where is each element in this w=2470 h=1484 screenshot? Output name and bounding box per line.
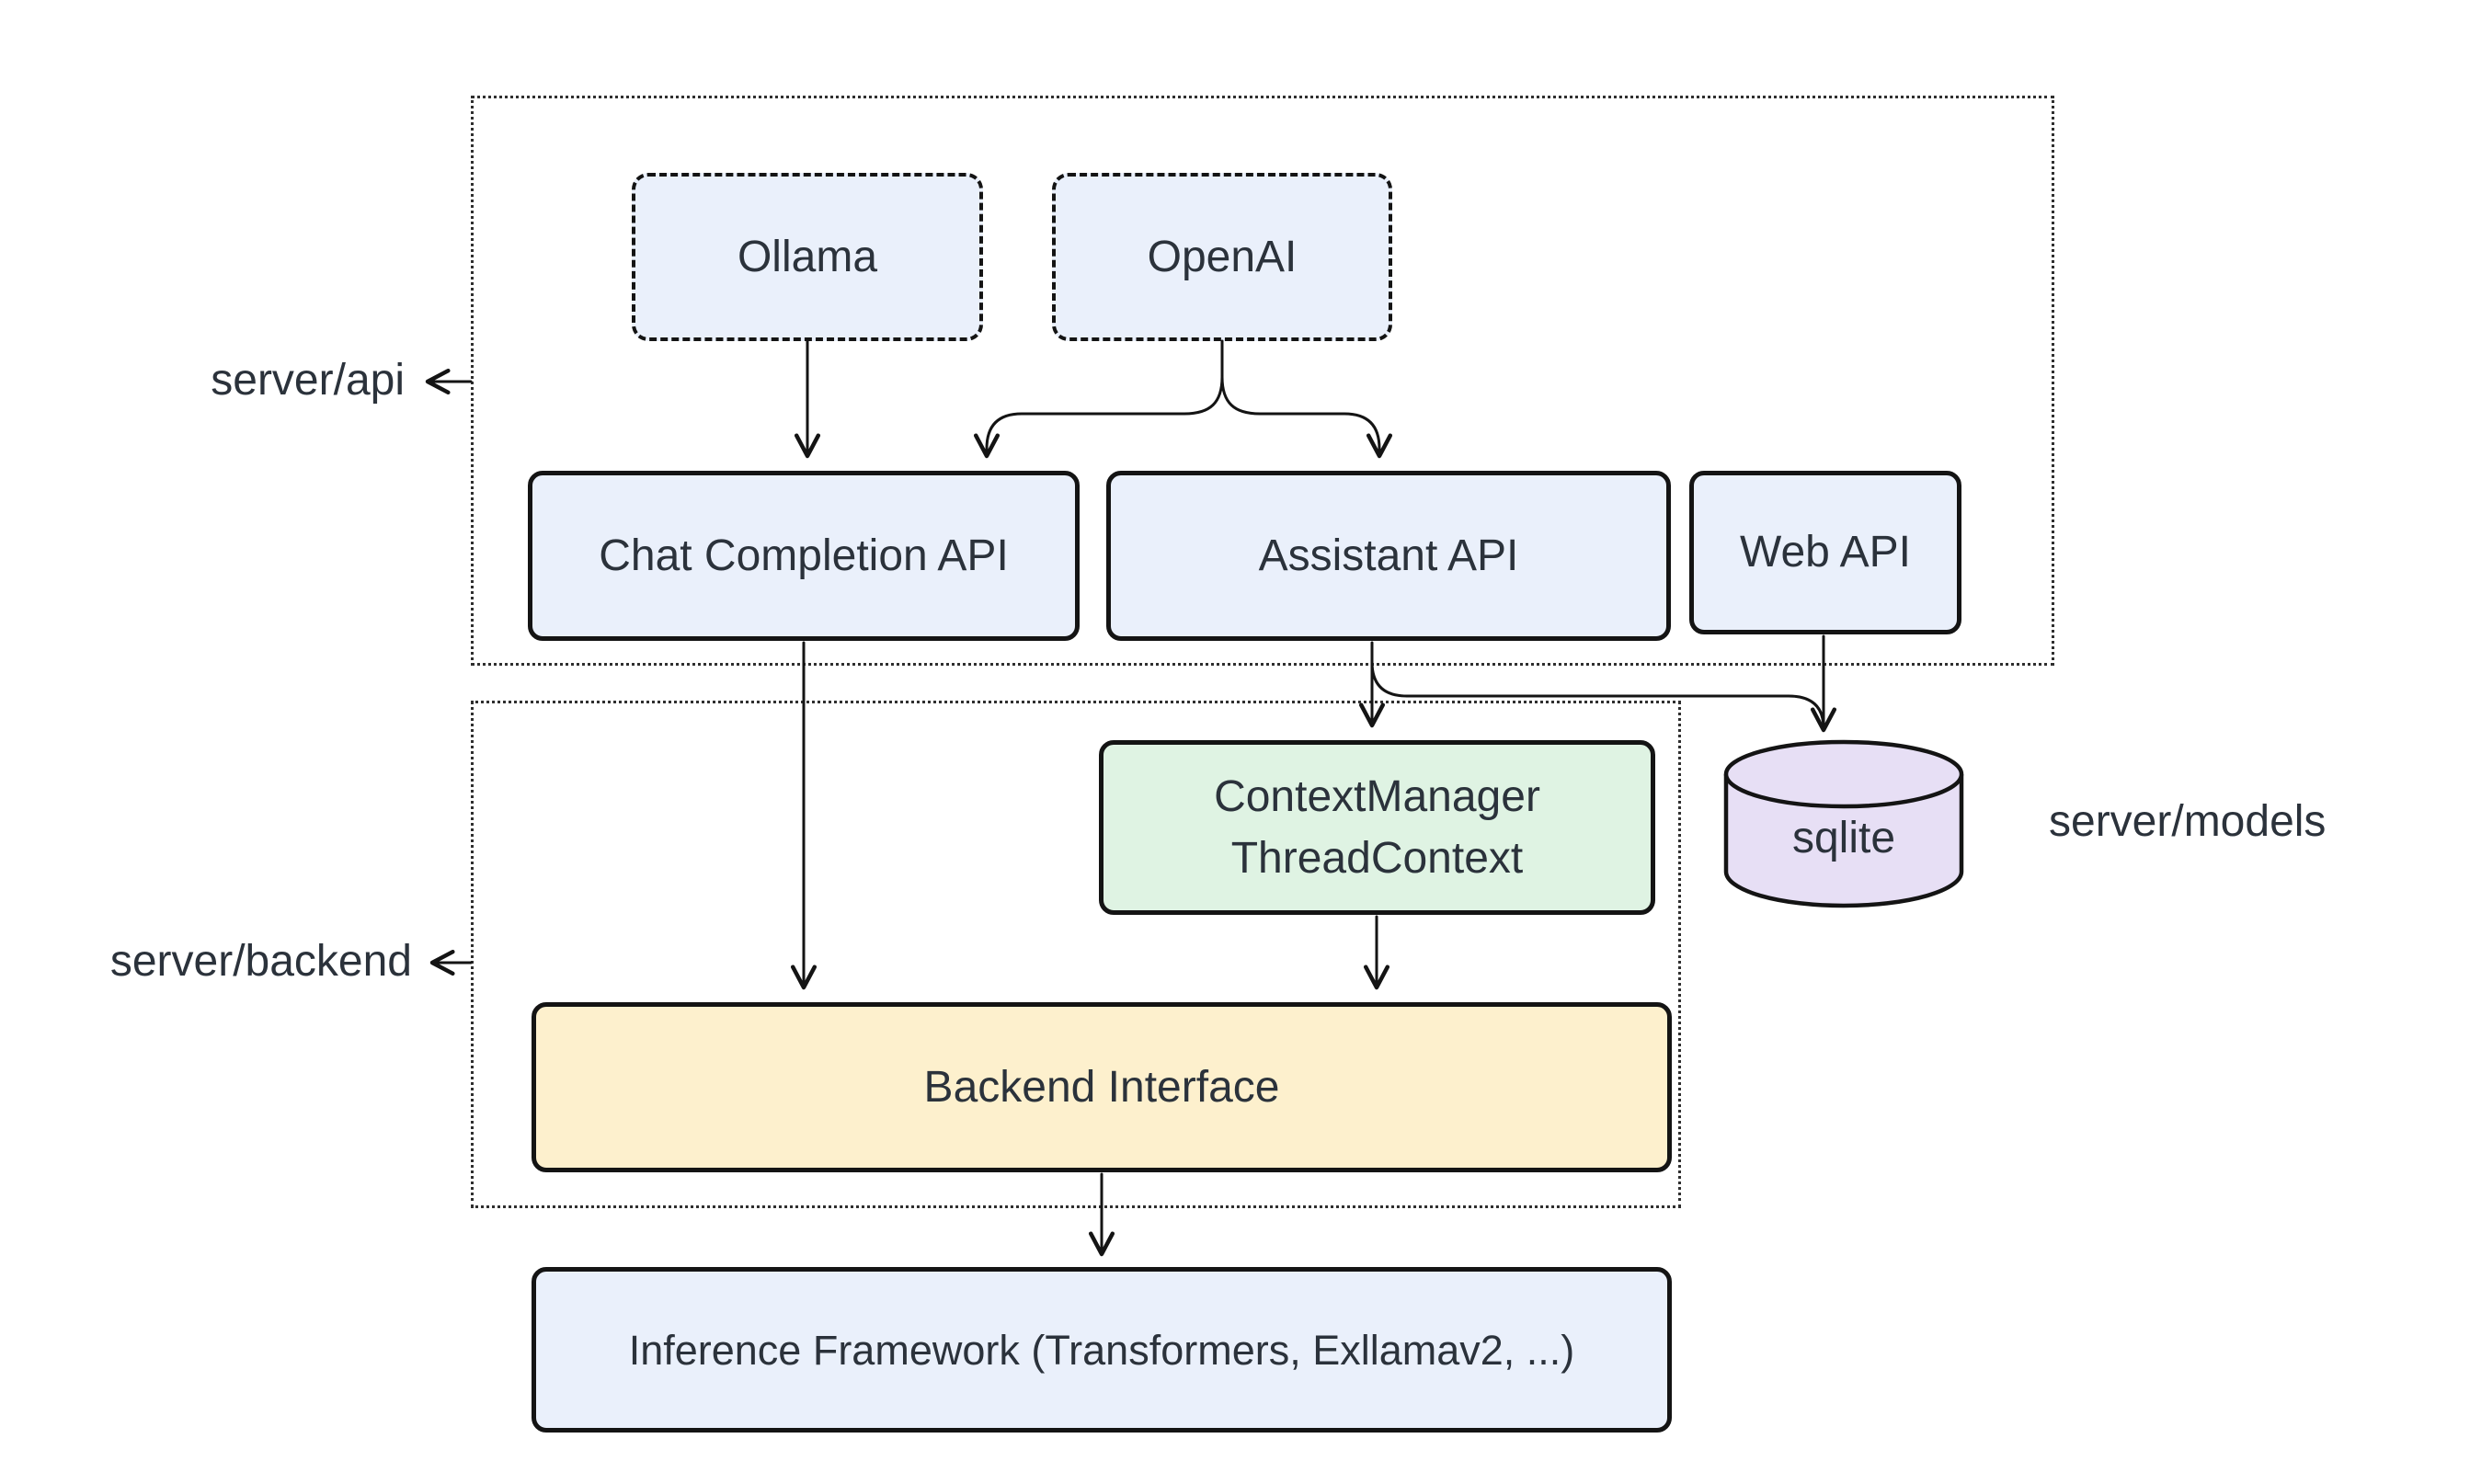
- node-sqlite-label: sqlite: [1791, 814, 1896, 862]
- context-manager-line1: ContextManager: [1214, 771, 1540, 821]
- server-models-label: server/models: [2049, 797, 2327, 846]
- node-inference-framework-label: Inference Framework (Transformers, Exlla…: [628, 1326, 1575, 1374]
- server-backend-label: server/backend: [109, 937, 412, 986]
- node-ollama-label: Ollama: [737, 232, 878, 281]
- node-web-api: Web API: [1689, 471, 1961, 634]
- node-backend-interface: Backend Interface: [532, 1002, 1672, 1172]
- node-context-manager-label: ContextManager ThreadContext: [1214, 766, 1540, 889]
- server-api-container: [471, 96, 2054, 666]
- node-openai-label: OpenAI: [1147, 232, 1298, 281]
- node-chat-completion-api-label: Chat Completion API: [599, 531, 1009, 580]
- node-ollama: Ollama: [632, 173, 983, 341]
- node-backend-interface-label: Backend Interface: [923, 1062, 1280, 1112]
- context-manager-line2: ThreadContext: [1230, 834, 1524, 883]
- server-backend-container: [471, 701, 1681, 1208]
- node-assistant-api: Assistant API: [1106, 471, 1671, 641]
- node-inference-framework: Inference Framework (Transformers, Exlla…: [532, 1267, 1672, 1433]
- node-openai: OpenAI: [1052, 173, 1392, 341]
- node-web-api-label: Web API: [1740, 528, 1911, 577]
- node-assistant-api-label: Assistant API: [1258, 531, 1519, 580]
- node-chat-completion-api: Chat Completion API: [528, 471, 1080, 641]
- server-api-label: server/api: [211, 356, 405, 405]
- node-context-manager: ContextManager ThreadContext: [1099, 740, 1655, 915]
- sqlite-cylinder-top: [1723, 739, 1964, 809]
